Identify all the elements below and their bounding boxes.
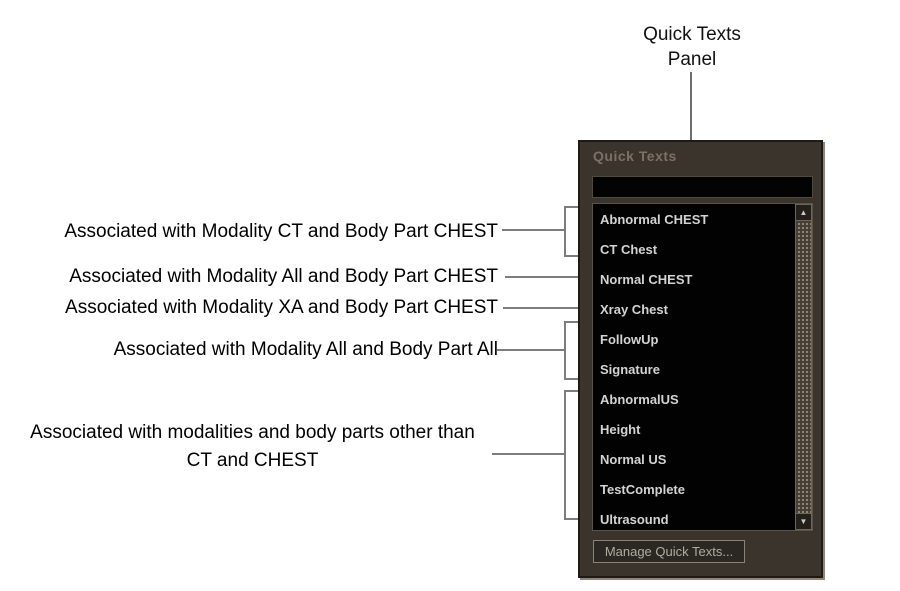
connector-line-1 — [502, 229, 564, 231]
quick-text-item[interactable]: AbnormalUS — [600, 391, 679, 407]
panel-title: Quick Texts — [593, 148, 677, 164]
annotation-label-xa-chest: Associated with Modality XA and Body Par… — [65, 297, 498, 318]
quick-text-item[interactable]: Normal US — [600, 451, 667, 467]
scroll-down-button[interactable]: ▼ — [795, 513, 812, 530]
quick-text-item[interactable]: Xray Chest — [600, 301, 668, 317]
quick-text-item[interactable]: CT Chest — [600, 241, 658, 257]
callout-quick-texts-panel: Quick Texts Panel — [612, 22, 772, 72]
annotation-label-other-line-1: Associated with modalities and body part… — [30, 422, 475, 443]
connector-bracket-other — [564, 390, 580, 520]
quick-text-item[interactable]: Height — [600, 421, 641, 437]
callout-pointer-line — [690, 72, 692, 140]
quick-texts-rows: Abnormal CHEST CT Chest Normal CHEST Xra… — [593, 204, 795, 530]
scroll-down-icon: ▼ — [799, 516, 808, 526]
quick-text-item[interactable]: TestComplete — [600, 481, 685, 497]
connector-line-5 — [492, 453, 564, 455]
connector-line-3 — [503, 307, 580, 309]
annotation-label-all-all: Associated with Modality All and Body Pa… — [113, 339, 498, 360]
manage-quick-texts-button[interactable]: Manage Quick Texts... — [593, 540, 745, 563]
quick-text-item[interactable]: FollowUp — [600, 331, 659, 347]
connector-line-2 — [505, 276, 580, 278]
scrollbar-track[interactable] — [795, 221, 812, 513]
connector-bracket-all-all — [564, 321, 580, 380]
scroll-up-icon: ▲ — [799, 207, 808, 217]
annotation-label-ct-chest: Associated with Modality CT and Body Par… — [64, 221, 498, 242]
quick-text-item[interactable]: Ultrasound — [600, 511, 669, 527]
annotation-label-other-line-2: CT and CHEST — [186, 450, 319, 471]
scroll-up-button[interactable]: ▲ — [795, 204, 812, 221]
connector-bracket-ct-chest — [564, 206, 580, 257]
quick-text-item[interactable]: Abnormal CHEST — [600, 211, 709, 227]
quick-text-item[interactable]: Normal CHEST — [600, 271, 693, 287]
callout-line-2: Panel — [667, 49, 717, 70]
callout-line-1: Quick Texts — [643, 24, 741, 45]
scrollbar: ▲ ▼ — [795, 204, 812, 530]
quick-text-search-input[interactable] — [592, 176, 813, 198]
quick-texts-list: Abnormal CHEST CT Chest Normal CHEST Xra… — [592, 203, 813, 531]
annotation-label-all-chest: Associated with Modality All and Body Pa… — [69, 266, 498, 287]
quick-text-item[interactable]: Signature — [600, 361, 660, 377]
quick-texts-panel: Quick Texts Abnormal CHEST CT Chest Norm… — [578, 140, 823, 578]
annotation-label-other: Associated with modalities and body part… — [0, 419, 505, 475]
connector-line-4 — [497, 349, 564, 351]
